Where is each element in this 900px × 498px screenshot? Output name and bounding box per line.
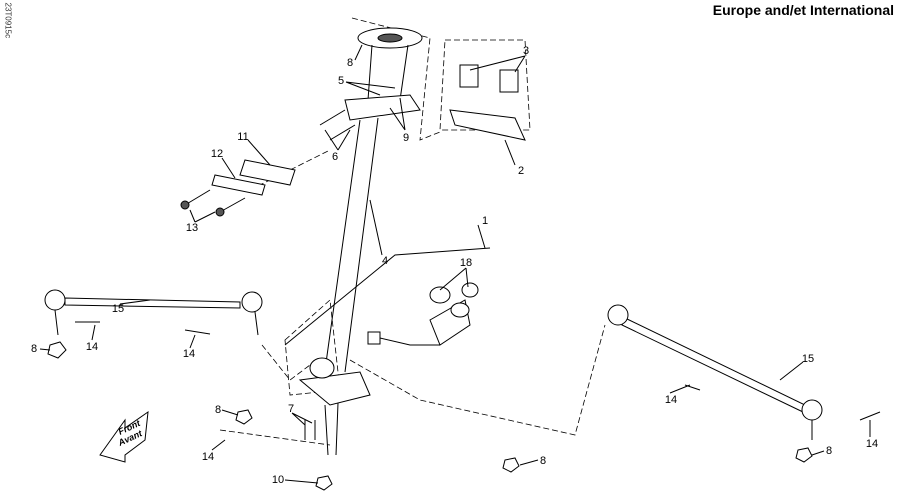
callout: 14 <box>665 394 677 406</box>
lower-group-outline <box>284 299 341 396</box>
nuts <box>47 341 813 491</box>
group-1-bracket <box>284 247 491 346</box>
callout: 13 <box>186 222 198 234</box>
bracket-group-outline <box>439 39 531 131</box>
callout: 1 <box>482 215 488 227</box>
callout: 15 <box>802 353 814 365</box>
callout: 4 <box>382 255 388 267</box>
tie-rod-path-right <box>349 324 606 436</box>
callout: 14 <box>183 348 195 360</box>
clamp-path <box>249 149 331 191</box>
bracket-assembly <box>449 64 526 141</box>
callout: 5 <box>338 75 344 87</box>
callout: 8 <box>826 445 832 457</box>
callout: 10 <box>272 474 284 486</box>
callout: 15 <box>112 303 124 315</box>
left-tie-rod <box>44 289 263 336</box>
callout: 14 <box>202 451 214 463</box>
callout: 14 <box>866 438 878 450</box>
bolt-path <box>219 429 331 446</box>
clamp-bracket <box>211 174 266 196</box>
region-title: Europe and/et International <box>712 2 894 18</box>
callout: 8 <box>347 57 353 69</box>
callout: 8 <box>31 343 37 355</box>
callout: 9 <box>403 132 409 144</box>
callout-labels: 8 5 3 9 6 2 11 12 13 4 1 18 15 14 8 14 1… <box>31 45 878 486</box>
front-direction-arrow: Front Avant <box>99 410 149 463</box>
tie-rod-path-left <box>261 344 311 381</box>
callout: 2 <box>518 165 524 177</box>
bolts <box>180 109 356 217</box>
callout: 18 <box>460 257 472 269</box>
callout: 6 <box>332 151 338 163</box>
callout: 7 <box>288 403 294 415</box>
callout: 3 <box>523 45 529 57</box>
clamp-plate <box>239 159 296 186</box>
callout: 14 <box>86 341 98 353</box>
callout: 8 <box>215 404 221 416</box>
ignition-switch <box>367 282 479 346</box>
callout: 8 <box>540 455 546 467</box>
leader-lines <box>39 44 871 484</box>
callout: 12 <box>211 148 223 160</box>
right-tie-rod <box>607 304 881 440</box>
steering-column <box>298 27 423 456</box>
callout: 11 <box>237 131 248 143</box>
